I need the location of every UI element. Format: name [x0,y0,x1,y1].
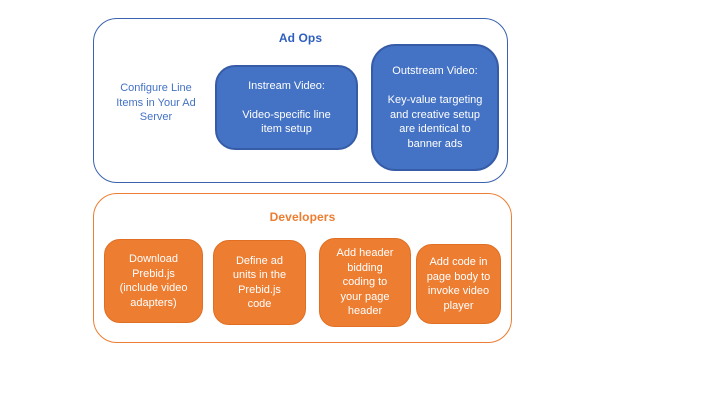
outstream-video-box: Outstream Video: Key-value targeting and… [371,44,499,171]
configure-line-items-note: Configure Line Items in Your Ad Server [116,82,196,123]
step-download-prebid-box: Download Prebid.js (include video adapte… [104,239,203,323]
step-add-header-bidding-box: Add header bidding coding to your page h… [319,238,411,327]
ad-ops-group-title: Ad Ops [278,31,323,45]
ad-ops-group: Ad Ops Configure Line Items in Your Ad S… [93,18,508,183]
developers-group: Developers Download Prebid.js (include v… [93,193,512,343]
step-add-page-body-code-box: Add code in page body to invoke video pl… [416,244,501,324]
instream-video-box: Instream Video: Video-specific line item… [215,65,358,150]
developers-group-title: Developers [269,210,336,224]
step-define-ad-units-box: Define ad units in the Prebid.js code [213,240,306,325]
